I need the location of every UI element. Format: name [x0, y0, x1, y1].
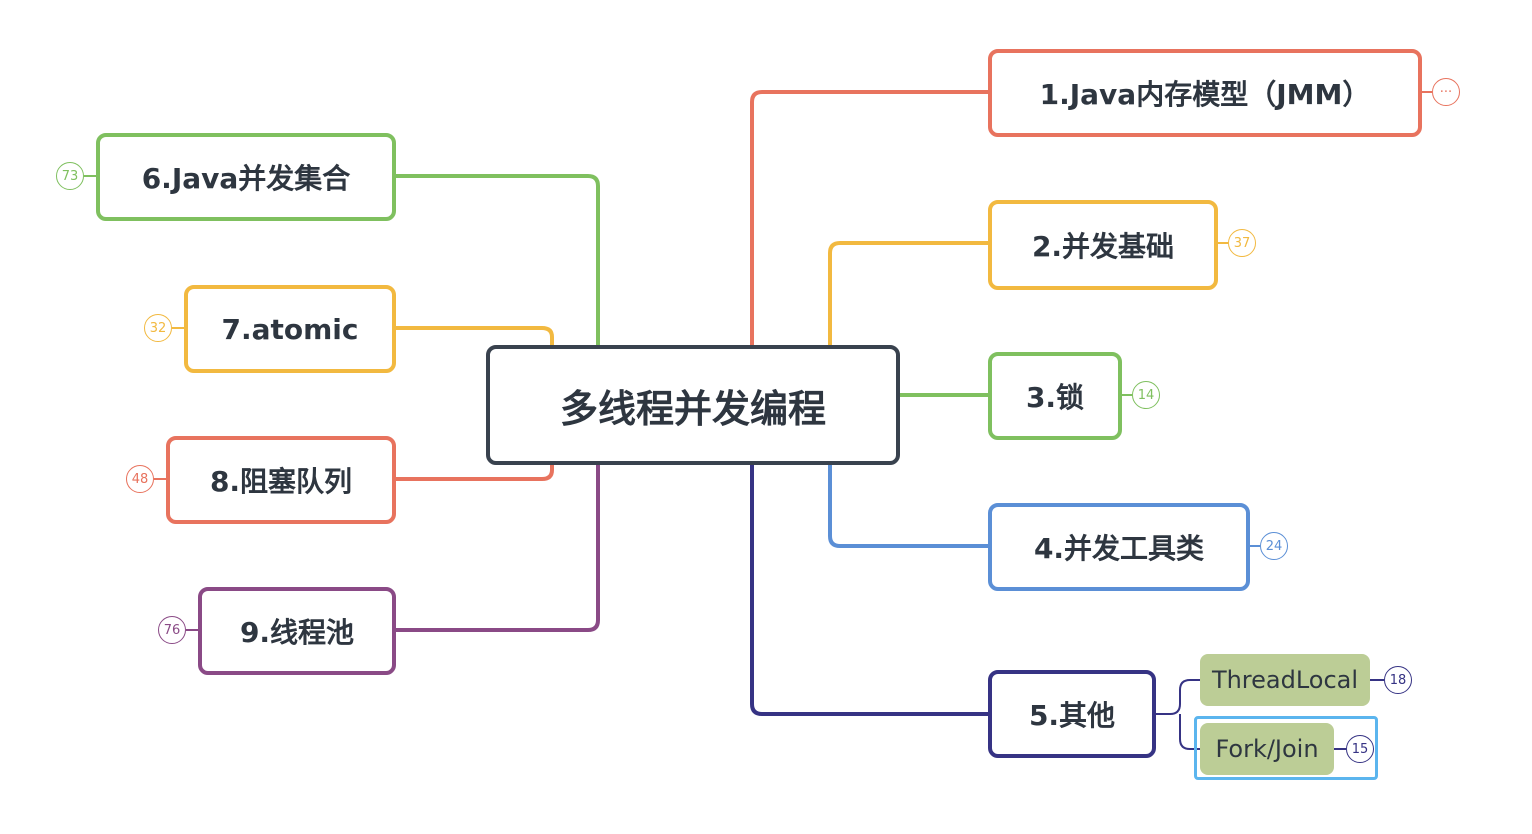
connector-forkjoin — [1179, 714, 1202, 750]
connector-threadlocal — [1156, 679, 1202, 715]
topic-tools-label: 4.并发工具类 — [1033, 532, 1205, 565]
topic-pool[interactable]: 9.线程池 — [198, 587, 396, 675]
topic-pool-label: 9.线程池 — [239, 616, 355, 649]
topic-other-label: 5.其他 — [1028, 699, 1116, 732]
subtopic-forkjoin[interactable]: Fork/Join — [1200, 723, 1334, 775]
connector-jmm — [750, 90, 992, 350]
root-topic[interactable]: 多线程并发编程 — [486, 345, 900, 465]
topic-basics[interactable]: 2.并发基础 — [988, 200, 1218, 290]
topic-other[interactable]: 5.其他 — [988, 670, 1156, 758]
selection-highlight — [1194, 716, 1378, 780]
collapsed-count-badge-threadlocal[interactable]: 18 — [1384, 666, 1412, 694]
topic-collections[interactable]: 6.Java并发集合 — [96, 133, 396, 221]
subtopic-threadlocal[interactable]: ThreadLocal — [1200, 654, 1370, 706]
collapsed-count-badge-locks[interactable]: 14 — [1132, 381, 1160, 409]
topic-atomic[interactable]: 7.atomic — [184, 285, 396, 373]
topic-atomic-label: 7.atomic — [221, 312, 359, 346]
connector-collections — [392, 174, 600, 350]
topic-queues[interactable]: 8.阻塞队列 — [166, 436, 396, 524]
connector-atomic — [392, 326, 554, 350]
collapsed-count-badge-pool[interactable]: 76 — [158, 616, 186, 644]
connector-basics — [828, 241, 992, 350]
connector-pool — [392, 460, 600, 632]
collapse-more-icon[interactable]: ··· — [1432, 78, 1460, 106]
topic-locks[interactable]: 3.锁 — [988, 352, 1122, 440]
collapsed-count-badge-forkjoin[interactable]: 15 — [1346, 735, 1374, 763]
connector-tools — [828, 460, 992, 548]
collapsed-count-badge-basics[interactable]: 37 — [1228, 229, 1256, 257]
topic-jmm[interactable]: 1.Java内存模型（JMM） — [988, 49, 1422, 137]
root-topic-label: 多线程并发编程 — [559, 386, 826, 431]
topic-collections-label: 6.Java并发集合 — [141, 162, 351, 195]
connector-queues — [392, 460, 554, 481]
topic-basics-label: 2.并发基础 — [1031, 230, 1175, 263]
topic-jmm-label: 1.Java内存模型（JMM） — [1039, 78, 1371, 111]
topic-tools[interactable]: 4.并发工具类 — [988, 503, 1250, 591]
collapsed-count-badge-atomic[interactable]: 32 — [144, 314, 172, 342]
collapsed-count-badge-queues[interactable]: 48 — [126, 465, 154, 493]
topic-queues-label: 8.阻塞队列 — [209, 465, 353, 498]
topic-locks-label: 3.锁 — [1025, 381, 1085, 414]
collapsed-count-badge-tools[interactable]: 24 — [1260, 532, 1288, 560]
connector-other — [750, 460, 992, 716]
collapsed-count-badge-collections[interactable]: 73 — [56, 162, 84, 190]
